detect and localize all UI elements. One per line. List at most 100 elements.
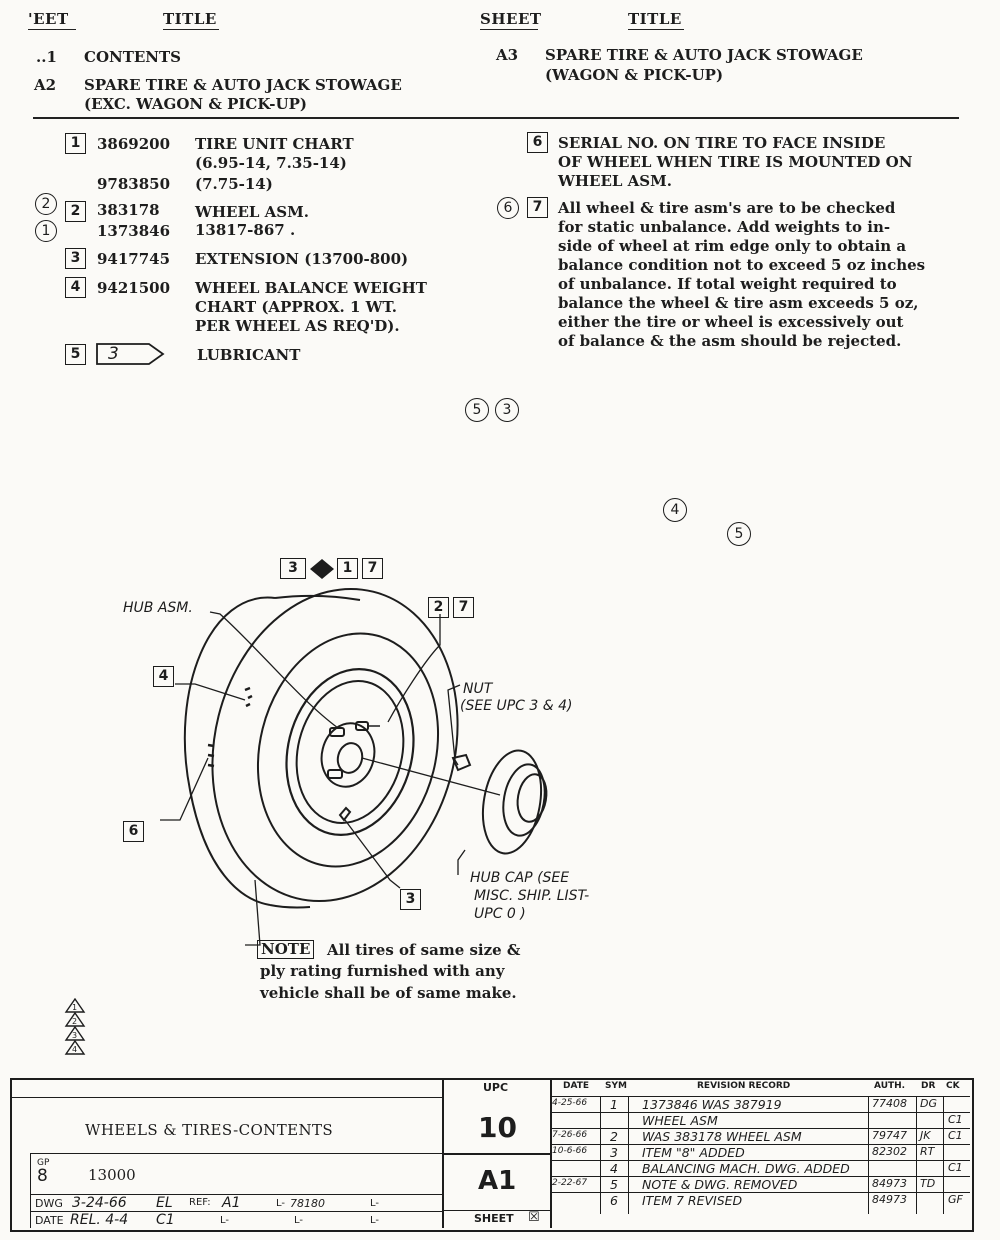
rev-sym: 5 bbox=[610, 1177, 618, 1192]
note-6-line: WHEEL ASM. bbox=[558, 172, 672, 190]
title-block-line bbox=[30, 1153, 442, 1154]
index-title-line2: (WAGON & PICK-UP) bbox=[545, 66, 724, 84]
rev-record: ITEM 7 REVISED bbox=[642, 1193, 743, 1208]
rev-sym: 2 bbox=[610, 1129, 618, 1144]
rev-col-sym: SYM bbox=[605, 1081, 627, 1091]
date-label: DATE bbox=[35, 1214, 64, 1227]
triangle-2: 2 bbox=[72, 1017, 78, 1026]
part-description: EXTENSION (13700-800) bbox=[195, 250, 409, 268]
sheet-number: A1 bbox=[478, 1166, 517, 1196]
note-7-line: side of wheel at rim edge only to obtain… bbox=[558, 237, 907, 255]
part-description: WHEEL ASM. bbox=[195, 203, 309, 221]
l-label: L- bbox=[220, 1215, 230, 1226]
index-sheet: A3 bbox=[496, 46, 519, 64]
revision-table: 4-25-66 1 1373846 WAS 387919 77408 DG WH… bbox=[550, 1096, 970, 1214]
note-7-line: balance the wheel & tire asm exceeds 5 o… bbox=[558, 294, 919, 312]
dwg-initials: EL bbox=[156, 1195, 173, 1211]
date-initials: C1 bbox=[156, 1212, 175, 1228]
rev-record: 1373846 WAS 387919 bbox=[642, 1097, 782, 1112]
index-sheet: ..1 bbox=[36, 48, 57, 66]
note-6-line: OF WHEEL WHEN TIRE IS MOUNTED ON bbox=[558, 153, 913, 171]
note-7-line: of unbalance. If total weight required t… bbox=[558, 275, 897, 293]
revision-circle-5: 5 bbox=[465, 398, 489, 422]
rev-date: 7-26-66 bbox=[552, 1130, 588, 1140]
rev-auth: 84973 bbox=[872, 1177, 907, 1190]
wheel-tire-illustration bbox=[160, 587, 548, 946]
part-description-line2: CHART (APPROX. 1 WT. bbox=[195, 298, 397, 316]
rev-ck: C1 bbox=[948, 1113, 963, 1126]
note-7-line: balance condition not to exceed 5 oz inc… bbox=[558, 256, 926, 274]
ref-label: REF: bbox=[189, 1197, 211, 1208]
diagram-callout-2: 2 bbox=[428, 597, 449, 618]
index-title-line2: (EXC. WAGON & PICK-UP) bbox=[84, 95, 307, 113]
part-number: 3869200 bbox=[97, 135, 171, 153]
diamond-marker bbox=[310, 559, 334, 579]
drawing-title: WHEELS & TIRES-CONTENTS bbox=[85, 1121, 334, 1139]
item-box-1: 1 bbox=[65, 133, 86, 154]
revision-circle-6: 6 bbox=[497, 197, 519, 219]
rev-record: WAS 383178 WHEEL ASM bbox=[642, 1129, 802, 1144]
lubricant-callout-arrow bbox=[96, 343, 165, 365]
hub-asm-label: HUB ASM. bbox=[123, 600, 193, 616]
upc-number: 10 bbox=[478, 1111, 517, 1144]
note-box-6: 6 bbox=[527, 132, 548, 153]
part-number: 9417745 bbox=[97, 250, 171, 268]
l-label: L- bbox=[276, 1198, 286, 1209]
part-number: 1373846 bbox=[97, 222, 171, 240]
l-label: L- bbox=[294, 1215, 304, 1226]
rev-col-auth: AUTH. bbox=[874, 1081, 906, 1091]
rev-ck: C1 bbox=[948, 1161, 963, 1174]
title-block-line bbox=[442, 1153, 550, 1155]
index-title: SPARE TIRE & AUTO JACK STOWAGE bbox=[84, 76, 402, 94]
rev-date: 2-22-67 bbox=[552, 1178, 588, 1188]
title-column-header-right: TITLE bbox=[628, 10, 682, 28]
title-block-line bbox=[442, 1210, 550, 1211]
diagram-callout-6: 6 bbox=[123, 821, 144, 842]
ref-value: A1 bbox=[222, 1195, 241, 1211]
note-7-line: All wheel & tire asm's are to be checked bbox=[558, 199, 896, 217]
item-box-4: 4 bbox=[65, 277, 86, 298]
triangle-3: 3 bbox=[72, 1031, 78, 1040]
rev-dr: JK bbox=[920, 1129, 931, 1142]
part-number: 9783850 bbox=[97, 175, 171, 193]
sheet-box-mark: ☒ bbox=[528, 1210, 540, 1225]
sheet-label: SHEET bbox=[474, 1212, 514, 1225]
diagram-callout-1: 1 bbox=[337, 558, 358, 579]
nut-label: NUT bbox=[463, 681, 493, 697]
diagram-callout-3b: 3 bbox=[400, 889, 421, 910]
l-label: L- bbox=[370, 1198, 380, 1209]
rev-auth: 84973 bbox=[872, 1193, 907, 1206]
part-description: LUBRICANT bbox=[197, 346, 301, 364]
date-value: REL. 4-4 bbox=[70, 1212, 129, 1228]
rev-auth: 82302 bbox=[872, 1145, 907, 1158]
title-block-line bbox=[30, 1153, 31, 1228]
rev-ck: GF bbox=[948, 1193, 963, 1206]
note-line: All tires of same size & bbox=[327, 941, 521, 959]
part-description: (7.75-14) bbox=[195, 175, 273, 193]
upc-label: UPC bbox=[483, 1081, 509, 1094]
hub-cap-label: HUB CAP (SEE bbox=[470, 870, 570, 886]
revision-circle-1: 1 bbox=[35, 220, 57, 242]
triangle-4: 4 bbox=[72, 1045, 78, 1054]
note-label: NOTE bbox=[257, 940, 315, 959]
nut-label-line2: (SEE UPC 3 & 4) bbox=[460, 698, 573, 714]
part-number: 9421500 bbox=[97, 279, 171, 297]
rev-col-ck: CK bbox=[946, 1081, 960, 1091]
note-7-line: of balance & the asm should be rejected. bbox=[558, 332, 902, 350]
rev-col-dr: DR bbox=[921, 1081, 936, 1091]
diagram-callout-3: 3 bbox=[280, 558, 306, 579]
sheet-column-header: 'EET bbox=[28, 10, 69, 28]
diagram-callout-7: 7 bbox=[362, 558, 383, 579]
revision-circle-5b: 5 bbox=[727, 522, 751, 546]
rev-auth: 79747 bbox=[872, 1129, 907, 1142]
revision-circle-3: 3 bbox=[495, 398, 519, 422]
part-description: 13817-867 . bbox=[195, 221, 296, 239]
part-number: 383178 bbox=[97, 201, 160, 219]
rev-col-date: DATE bbox=[563, 1081, 590, 1091]
note-box-7: 7 bbox=[527, 197, 548, 218]
diagram-callout-4: 4 bbox=[153, 666, 174, 687]
rev-record: WHEEL ASM bbox=[642, 1113, 718, 1128]
lubricant-ref: 3 bbox=[108, 344, 119, 364]
rev-dr: DG bbox=[920, 1097, 937, 1110]
title-block bbox=[10, 1078, 974, 1232]
